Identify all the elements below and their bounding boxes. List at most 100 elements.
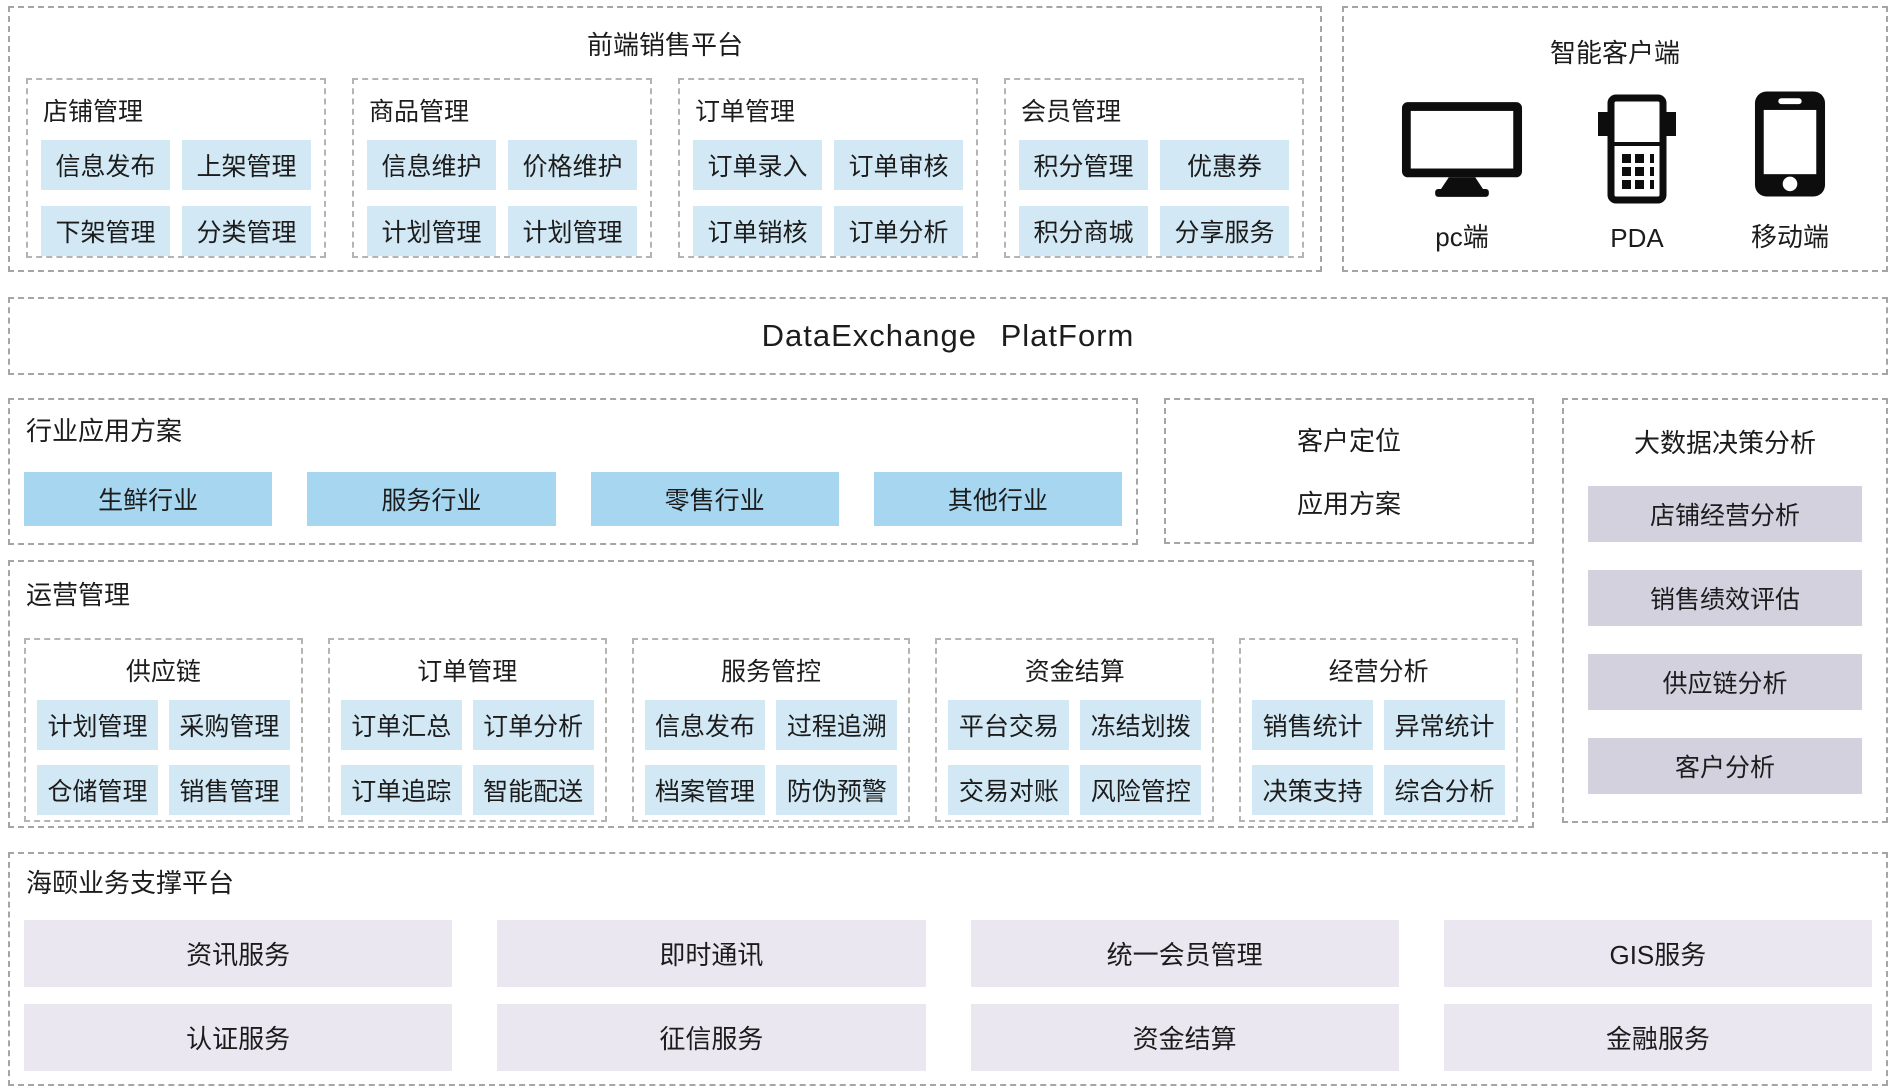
industry-solutions-box: 行业应用方案 生鲜行业 服务行业 零售行业 其他行业 [8, 398, 1138, 545]
module-item: 分享服务 [1160, 206, 1289, 256]
module-item: 订单销核 [693, 206, 822, 256]
group-items: 订单录入 订单审核 订单销核 订单分析 [693, 140, 963, 256]
group-title: 服务管控 [720, 658, 821, 686]
group-items: 信息发布 上架管理 下架管理 分类管理 [41, 140, 311, 256]
module-item: 防伪预警 [776, 765, 898, 815]
operations-groups: 供应链 计划管理 采购管理 仓储管理 销售管理 订单管理 订单汇总 订单分析 订… [24, 638, 1518, 822]
group-title: 店铺管理 [43, 98, 144, 126]
group-title: 供应链 [125, 658, 201, 686]
group-items: 销售统计 异常统计 决策支持 综合分析 [1252, 700, 1505, 815]
group-fund-settlement: 资金结算 平台交易 冻结划拨 交易对账 风险管控 [935, 638, 1215, 822]
group-title: 资金结算 [1024, 658, 1125, 686]
module-item: 订单录入 [693, 140, 822, 190]
module-item: 优惠券 [1160, 140, 1289, 190]
front-sales-platform-groups: 店铺管理 信息发布 上架管理 下架管理 分类管理 商品管理 信息维护 价格维护 … [26, 78, 1304, 258]
device-label: pc端 [1435, 222, 1489, 252]
operations-management-box: 运营管理 供应链 计划管理 采购管理 仓储管理 销售管理 订单管理 订单汇总 订… [8, 560, 1534, 828]
module-item: 计划管理 [37, 700, 158, 750]
customer-positioning-line2: 应用方案 [1296, 489, 1401, 519]
group-store-management: 店铺管理 信息发布 上架管理 下架管理 分类管理 [26, 78, 326, 258]
bigdata-item: 销售绩效评估 [1588, 570, 1862, 626]
module-item: 计划管理 [367, 206, 496, 256]
module-item: 综合分析 [1384, 765, 1505, 815]
module-item: 上架管理 [182, 140, 311, 190]
bigdata-analysis-title: 大数据决策分析 [1633, 428, 1816, 458]
group-title: 商品管理 [369, 98, 470, 126]
support-item: GIS服务 [1443, 920, 1872, 987]
support-item: 资金结算 [970, 1004, 1399, 1071]
group-title: 订单管理 [695, 98, 796, 126]
support-platform-box: 海颐业务支撑平台 资讯服务 即时通讯 统一会员管理 GIS服务 认证服务 征信服… [8, 852, 1888, 1086]
desktop-icon [1401, 100, 1523, 203]
device-label: 移动端 [1750, 222, 1829, 252]
support-item: 统一会员管理 [970, 920, 1399, 987]
module-item: 平台交易 [948, 700, 1070, 750]
bigdata-item: 店铺经营分析 [1588, 486, 1862, 542]
support-item: 资讯服务 [24, 920, 453, 987]
data-exchange-platform-box: DataExchange PlatForm [8, 297, 1888, 375]
module-item: 信息维护 [367, 140, 496, 190]
module-item: 智能配送 [472, 765, 594, 815]
bigdata-items: 店铺经营分析 销售绩效评估 供应链分析 客户分析 [1588, 486, 1862, 794]
front-sales-platform-title: 前端销售平台 [586, 30, 743, 60]
module-item: 风险管控 [1080, 765, 1202, 815]
group-order-management: 订单管理 订单录入 订单审核 订单销核 订单分析 [678, 78, 978, 258]
module-item: 分类管理 [182, 206, 311, 256]
smart-client-devices: pc端 [1364, 91, 1866, 254]
pda-icon [1597, 94, 1677, 209]
customer-positioning-line1: 客户定位 [1296, 426, 1401, 456]
module-item: 交易对账 [948, 765, 1070, 815]
module-item: 异常统计 [1384, 700, 1505, 750]
smart-client-title: 智能客户端 [1549, 38, 1680, 68]
module-item: 订单汇总 [340, 700, 462, 750]
smart-client-box: 智能客户端 pc端 [1342, 6, 1888, 272]
industry-item: 零售行业 [590, 472, 839, 526]
module-item: 采购管理 [168, 700, 290, 750]
group-title: 经营分析 [1328, 658, 1429, 686]
group-member-management: 会员管理 积分管理 优惠券 积分商城 分享服务 [1004, 78, 1304, 258]
support-item: 征信服务 [497, 1004, 926, 1071]
data-exchange-platform-title: DataExchange PlatForm [761, 318, 1135, 353]
module-item: 积分管理 [1019, 140, 1148, 190]
bigdata-item: 客户分析 [1588, 738, 1862, 794]
support-platform-title: 海颐业务支撑平台 [26, 868, 235, 898]
module-item: 价格维护 [508, 140, 637, 190]
mobile-icon [1754, 90, 1826, 203]
group-supply-chain: 供应链 计划管理 采购管理 仓储管理 销售管理 [24, 638, 303, 822]
module-item: 仓储管理 [37, 765, 158, 815]
group-title: 订单管理 [417, 658, 518, 686]
front-sales-platform-box: 前端销售平台 店铺管理 信息发布 上架管理 下架管理 分类管理 商品管理 信息维… [8, 6, 1322, 272]
group-items: 积分管理 优惠券 积分商城 分享服务 [1019, 140, 1289, 256]
module-item: 计划管理 [508, 206, 637, 256]
module-item: 信息发布 [644, 700, 766, 750]
operations-management-title: 运营管理 [26, 580, 131, 610]
module-item: 订单分析 [472, 700, 594, 750]
industry-item: 其他行业 [873, 472, 1122, 526]
module-item: 决策支持 [1252, 765, 1374, 815]
bigdata-analysis-box: 大数据决策分析 店铺经营分析 销售绩效评估 供应链分析 客户分析 [1562, 398, 1888, 823]
support-item: 即时通讯 [497, 920, 926, 987]
industry-solutions-title: 行业应用方案 [26, 416, 183, 446]
module-item: 档案管理 [644, 765, 766, 815]
module-item: 过程追溯 [776, 700, 898, 750]
group-items: 信息发布 过程追溯 档案管理 防伪预警 [644, 700, 898, 815]
group-items: 计划管理 采购管理 仓储管理 销售管理 [37, 700, 290, 815]
module-item: 销售统计 [1252, 700, 1374, 750]
module-item: 积分商城 [1019, 206, 1148, 256]
industry-items: 生鲜行业 服务行业 零售行业 其他行业 [24, 472, 1122, 526]
support-items: 资讯服务 即时通讯 统一会员管理 GIS服务 认证服务 征信服务 资金结算 金融… [24, 920, 1872, 1071]
industry-item: 服务行业 [307, 472, 556, 526]
group-business-analysis: 经营分析 销售统计 异常统计 决策支持 综合分析 [1239, 638, 1518, 822]
industry-item: 生鲜行业 [24, 472, 273, 526]
module-item: 订单追踪 [340, 765, 462, 815]
device-pc: pc端 [1401, 100, 1523, 254]
module-item: 订单审核 [834, 140, 963, 190]
module-item: 订单分析 [834, 206, 963, 256]
group-items: 信息维护 价格维护 计划管理 计划管理 [367, 140, 637, 256]
group-title: 会员管理 [1021, 98, 1122, 126]
module-item: 销售管理 [168, 765, 290, 815]
group-service-control: 服务管控 信息发布 过程追溯 档案管理 防伪预警 [631, 638, 911, 822]
module-item: 冻结划拨 [1080, 700, 1202, 750]
group-items: 平台交易 冻结划拨 交易对账 风险管控 [948, 700, 1202, 815]
